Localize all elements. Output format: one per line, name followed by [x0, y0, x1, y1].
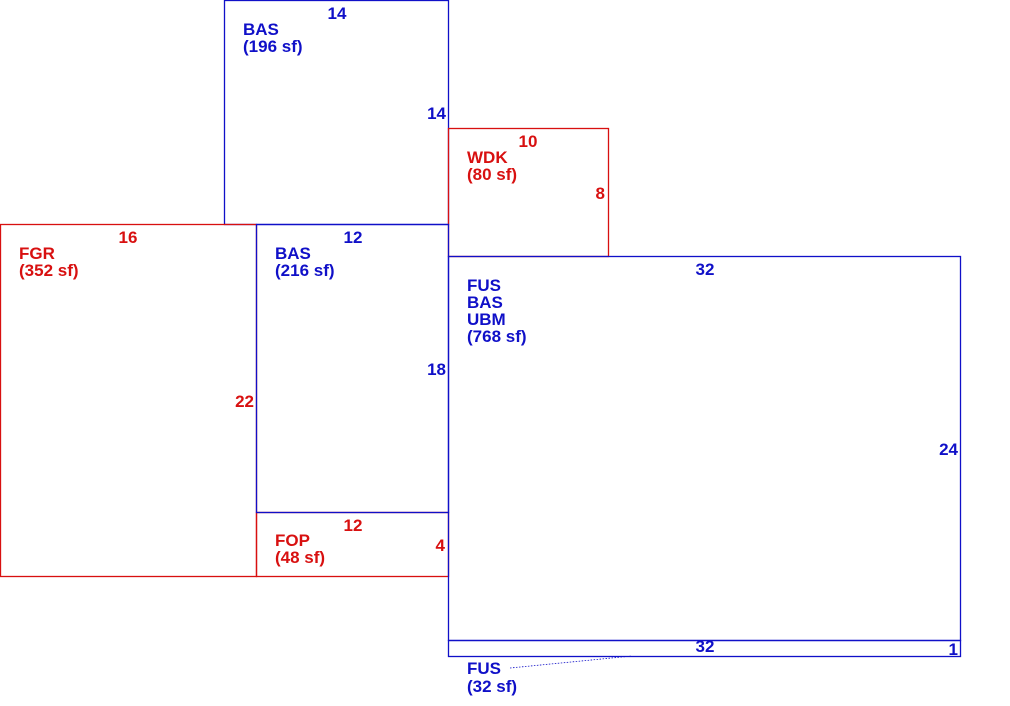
- fus-strip-dim-height: 1: [949, 640, 958, 659]
- fop-dim-width: 12: [344, 516, 363, 535]
- bas-top-area: (196 sf): [243, 37, 303, 56]
- fgr-dim-height: 22: [235, 392, 254, 411]
- bas-mid-dim-height: 18: [427, 360, 446, 379]
- bas-top-dim-width: 14: [328, 4, 347, 23]
- fus-strip-leader: [509, 655, 633, 669]
- fus-strip-outline: [447, 639, 962, 658]
- fop-code: FOP: [275, 531, 310, 550]
- main-code-ubm: UBM: [467, 310, 506, 329]
- fus-strip-dim-width: 32: [696, 637, 715, 656]
- bas-mid-area: (216 sf): [275, 261, 335, 280]
- main-dim-width: 32: [696, 260, 715, 279]
- wdk-dim-height: 8: [596, 184, 605, 203]
- fgr-area: (352 sf): [19, 261, 79, 280]
- wdk-area: (80 sf): [467, 165, 517, 184]
- bas-mid-dim-width: 12: [344, 228, 363, 247]
- bas-top-dim-height: 14: [427, 104, 446, 123]
- main-area: (768 sf): [467, 327, 527, 346]
- fgr-dim-width: 16: [119, 228, 138, 247]
- fop-dim-height: 4: [436, 536, 446, 555]
- wdk-code: WDK: [467, 148, 508, 167]
- bas-mid-code: BAS: [275, 244, 311, 263]
- wdk-dim-width: 10: [519, 132, 538, 151]
- main-code-fus: FUS: [467, 276, 501, 295]
- fus-strip-code: FUS: [467, 659, 501, 678]
- main-code-bas: BAS: [467, 293, 503, 312]
- bas-top-code: BAS: [243, 20, 279, 39]
- main-outline: [447, 255, 962, 642]
- fop-area: (48 sf): [275, 548, 325, 567]
- fus-strip-area: (32 sf): [467, 677, 517, 696]
- fgr-code: FGR: [19, 244, 55, 263]
- main-dim-height: 24: [939, 440, 958, 459]
